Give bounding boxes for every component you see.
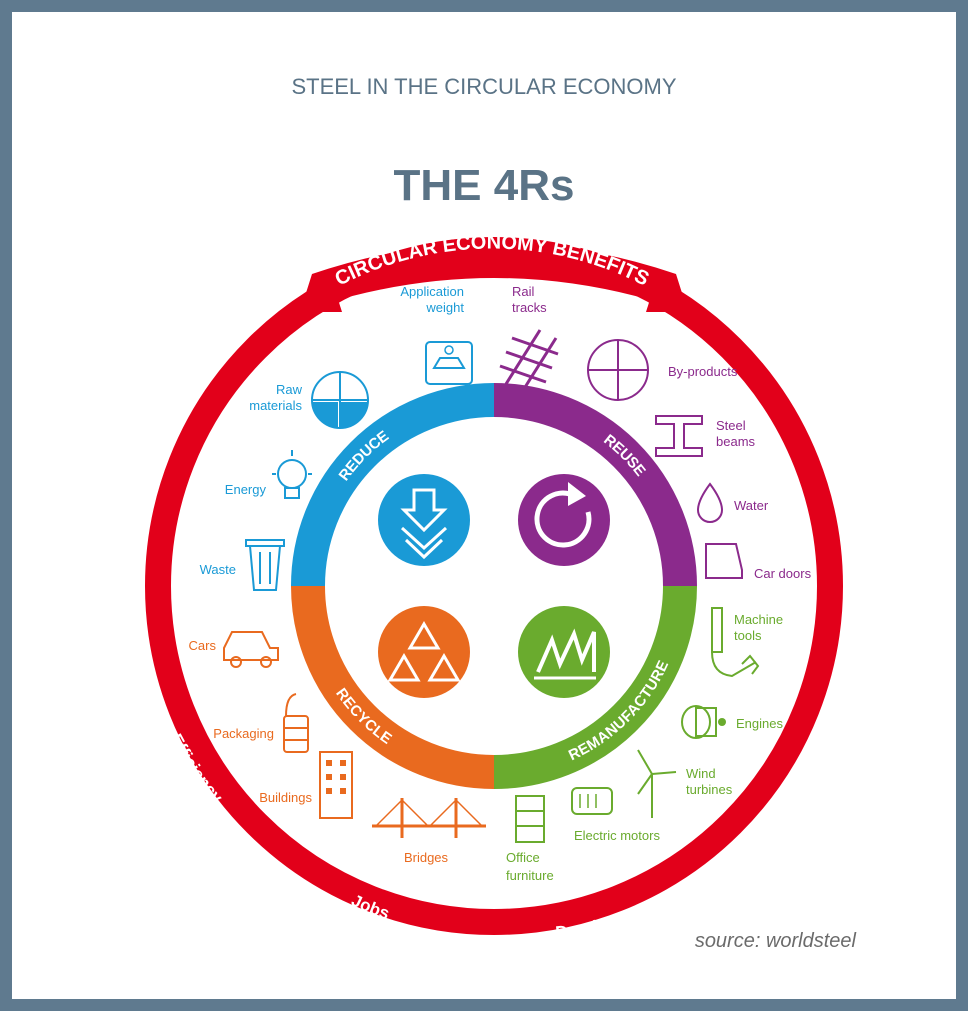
machine-tools-label-2: tools (734, 628, 762, 643)
lightbulb-icon (272, 450, 312, 499)
filing-cabinet-icon (515, 795, 545, 843)
water-label: Water (734, 498, 769, 513)
benefits-banner (300, 243, 688, 312)
infographic-frame: STEEL IN THE CIRCULAR ECONOMY THE 4Rs CI… (12, 12, 956, 999)
by-products-item: By-products (587, 339, 738, 401)
reuse-segment (493, 383, 697, 587)
raw-materials-label-1: Raw (276, 382, 303, 397)
buildings-label: Buildings (259, 790, 312, 805)
page-title: THE 4Rs (394, 161, 575, 210)
bridges-label: Bridges (404, 850, 449, 865)
rail-tracks-label-1: Rail (512, 284, 535, 299)
can-icon (283, 693, 309, 753)
banner-arrow-left (300, 274, 342, 312)
electric-motors-item: Electric motors (571, 787, 660, 843)
office-furniture-label-2: furniture (506, 868, 554, 883)
rail-tracks-item: Rail tracks (499, 284, 559, 393)
office-furniture-item: Office furniture (506, 795, 554, 883)
trash-bin-icon (245, 539, 285, 591)
raw-materials-icon (311, 371, 369, 429)
office-furniture-label-1: Office (506, 850, 540, 865)
wind-turbines-label-1: Wind (686, 766, 716, 781)
packaging-item: Packaging (213, 693, 309, 753)
motor-icon (571, 787, 613, 815)
waste-label: Waste (200, 562, 236, 577)
reduce-icon (378, 474, 470, 566)
water-drop-icon (696, 482, 724, 523)
benefits-ring (145, 237, 843, 935)
packaging-label: Packaging (213, 726, 274, 741)
wind-turbine-icon (637, 749, 677, 818)
recycle-segment (291, 585, 495, 789)
steel-beams-label-1: Steel (716, 418, 746, 433)
banner-arrow-right (646, 274, 688, 312)
source-credit: source: worldsteel (695, 930, 857, 952)
steel-beams-label-2: beams (716, 434, 756, 449)
car-doors-label: Car doors (754, 566, 812, 581)
remanufacture-segment (493, 585, 697, 789)
four-rs-diagram: STEEL IN THE CIRCULAR ECONOMY THE 4Rs CI… (105, 74, 881, 952)
wind-turbines-label-2: turbines (686, 782, 733, 797)
steel-beam-icon (655, 415, 703, 457)
steel-beams-item: Steel beams (655, 415, 756, 457)
by-products-icon (587, 339, 649, 401)
by-products-label: By-products (668, 364, 738, 379)
application-weight-item: Application weight (400, 284, 473, 385)
banner-tail (472, 252, 516, 274)
buildings-item: Buildings (259, 751, 353, 819)
raw-materials-label-2: materials (249, 398, 302, 413)
car-icon (223, 631, 279, 668)
cars-item: Cars (189, 631, 279, 668)
waste-item: Waste (200, 539, 285, 591)
bridge-icon (372, 798, 486, 838)
bridges-item: Bridges (372, 798, 486, 865)
car-doors-item: Car doors (705, 543, 812, 581)
engine-icon (681, 705, 726, 739)
electric-motors-label: Electric motors (574, 828, 660, 843)
page-subtitle: STEEL IN THE CIRCULAR ECONOMY (291, 74, 676, 99)
machine-tools-label-1: Machine (734, 612, 783, 627)
energy-item: Energy (225, 450, 312, 499)
building-icon (319, 751, 353, 819)
car-weight-icon (425, 341, 473, 385)
car-door-icon (705, 543, 743, 579)
machine-tool-icon (711, 607, 760, 678)
application-weight-label-1: Application (400, 284, 464, 299)
remanufacture-icon (518, 606, 610, 698)
machine-tools-item: Machine tools (711, 607, 783, 678)
reuse-icon (518, 474, 610, 566)
water-item: Water (696, 482, 769, 523)
engines-label: Engines (736, 716, 783, 731)
rail-tracks-icon (499, 329, 559, 393)
recycle-icon (378, 606, 470, 698)
rail-tracks-label-2: tracks (512, 300, 547, 315)
energy-label: Energy (225, 482, 267, 497)
wind-turbines-item: Wind turbines (637, 749, 733, 818)
engines-item: Engines (681, 705, 783, 739)
reduce-segment (291, 383, 495, 587)
cars-label: Cars (189, 638, 217, 653)
raw-materials-item: Raw materials (249, 371, 369, 429)
application-weight-label-2: weight (425, 300, 464, 315)
